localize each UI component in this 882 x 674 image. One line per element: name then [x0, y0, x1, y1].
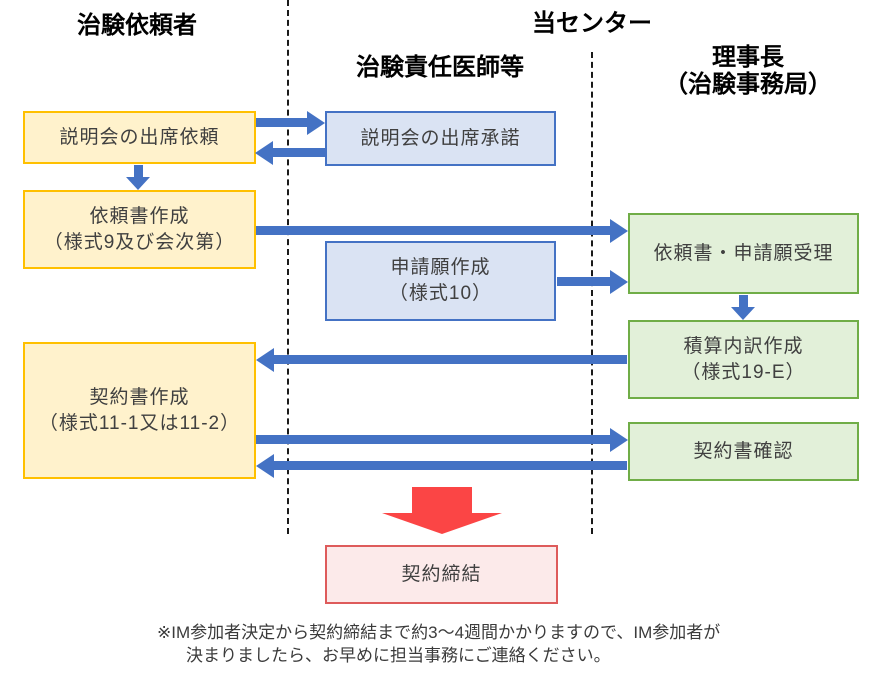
box-contract-draft: 契約書作成 （様式11-1又は11-2）	[23, 342, 256, 479]
arrow-shaft	[256, 118, 308, 127]
lane-header-director-line1: 理事長	[712, 44, 784, 71]
footnote-line2: 決まりましたら、お早めに担当事務にご連絡ください。	[186, 646, 611, 665]
lane-header-director: 理事長 （治験事務局）	[628, 44, 868, 98]
footnote-line1: ※IM参加者決定から契約締結まで約3～4週間かかりますので、IM参加者が	[157, 623, 721, 642]
box-estimate-doc-line2: （様式19-E）	[681, 361, 806, 383]
red-arrow-head-down-icon	[382, 513, 502, 534]
box-contract-draft-line1: 契約書作成	[89, 386, 190, 408]
box-contract-conclude: 契約締結	[325, 545, 558, 604]
arrow-head-left-icon	[255, 141, 273, 165]
lane-divider-left	[287, 0, 289, 534]
box-request-doc-line1: 依頼書作成	[89, 205, 190, 227]
arrow-head-left-icon	[256, 348, 274, 372]
arrow-shaft	[256, 226, 611, 235]
box-contract-conclude-label: 契約締結	[401, 563, 482, 585]
arrow-head-right-icon	[610, 270, 628, 294]
box-application-doc: 申請願作成 （様式10）	[325, 241, 556, 321]
arrow-shaft	[274, 355, 627, 364]
lane-divider-right	[591, 52, 593, 534]
arrow-shaft	[134, 165, 143, 178]
arrow-head-right-icon	[307, 111, 325, 135]
box-estimate-doc: 積算内訳作成 （様式19-E）	[628, 320, 859, 399]
box-contract-check-label: 契約書確認	[693, 440, 794, 462]
box-attend-request-label: 説明会の出席依頼	[59, 126, 220, 148]
lane-header-sponsor: 治験依頼者	[77, 12, 197, 39]
footnote: ※IM参加者決定から契約締結まで約3～4週間かかりますので、IM参加者が 決まり…	[157, 621, 720, 667]
box-attend-accept-label: 説明会の出席承諾	[360, 127, 521, 149]
arrow-head-right-icon	[610, 428, 628, 452]
box-application-doc-line2: （様式10）	[388, 283, 493, 304]
arrow-shaft	[739, 295, 748, 307]
red-arrow-stem	[412, 487, 472, 513]
arrow-shaft	[256, 435, 611, 444]
box-receive-docs: 依頼書・申請願受理	[628, 213, 859, 294]
lane-header-center: 当センター	[532, 10, 652, 37]
arrow-head-down-icon	[731, 307, 755, 320]
lane-header-investigator: 治験責任医師等	[356, 54, 524, 81]
box-request-doc-line2: （様式9及び会次第）	[43, 231, 236, 253]
box-attend-accept: 説明会の出席承諾	[325, 111, 556, 166]
box-estimate-doc-line1: 積算内訳作成	[683, 335, 804, 357]
arrow-shaft	[557, 277, 611, 286]
arrow-head-left-icon	[256, 454, 274, 478]
arrow-head-right-icon	[610, 219, 628, 243]
box-contract-draft-line2: （様式11-1又は11-2）	[38, 412, 241, 434]
box-receive-docs-label: 依頼書・申請願受理	[653, 242, 834, 264]
arrow-shaft	[274, 461, 627, 470]
box-attend-request: 説明会の出席依頼	[23, 111, 256, 164]
box-contract-check: 契約書確認	[628, 422, 859, 481]
box-application-doc-line1: 申請願作成	[390, 257, 491, 278]
lane-header-director-line2: （治験事務局）	[664, 71, 832, 98]
box-request-doc: 依頼書作成 （様式9及び会次第）	[23, 190, 256, 269]
arrow-head-down-icon	[126, 177, 150, 190]
arrow-shaft	[273, 148, 325, 157]
